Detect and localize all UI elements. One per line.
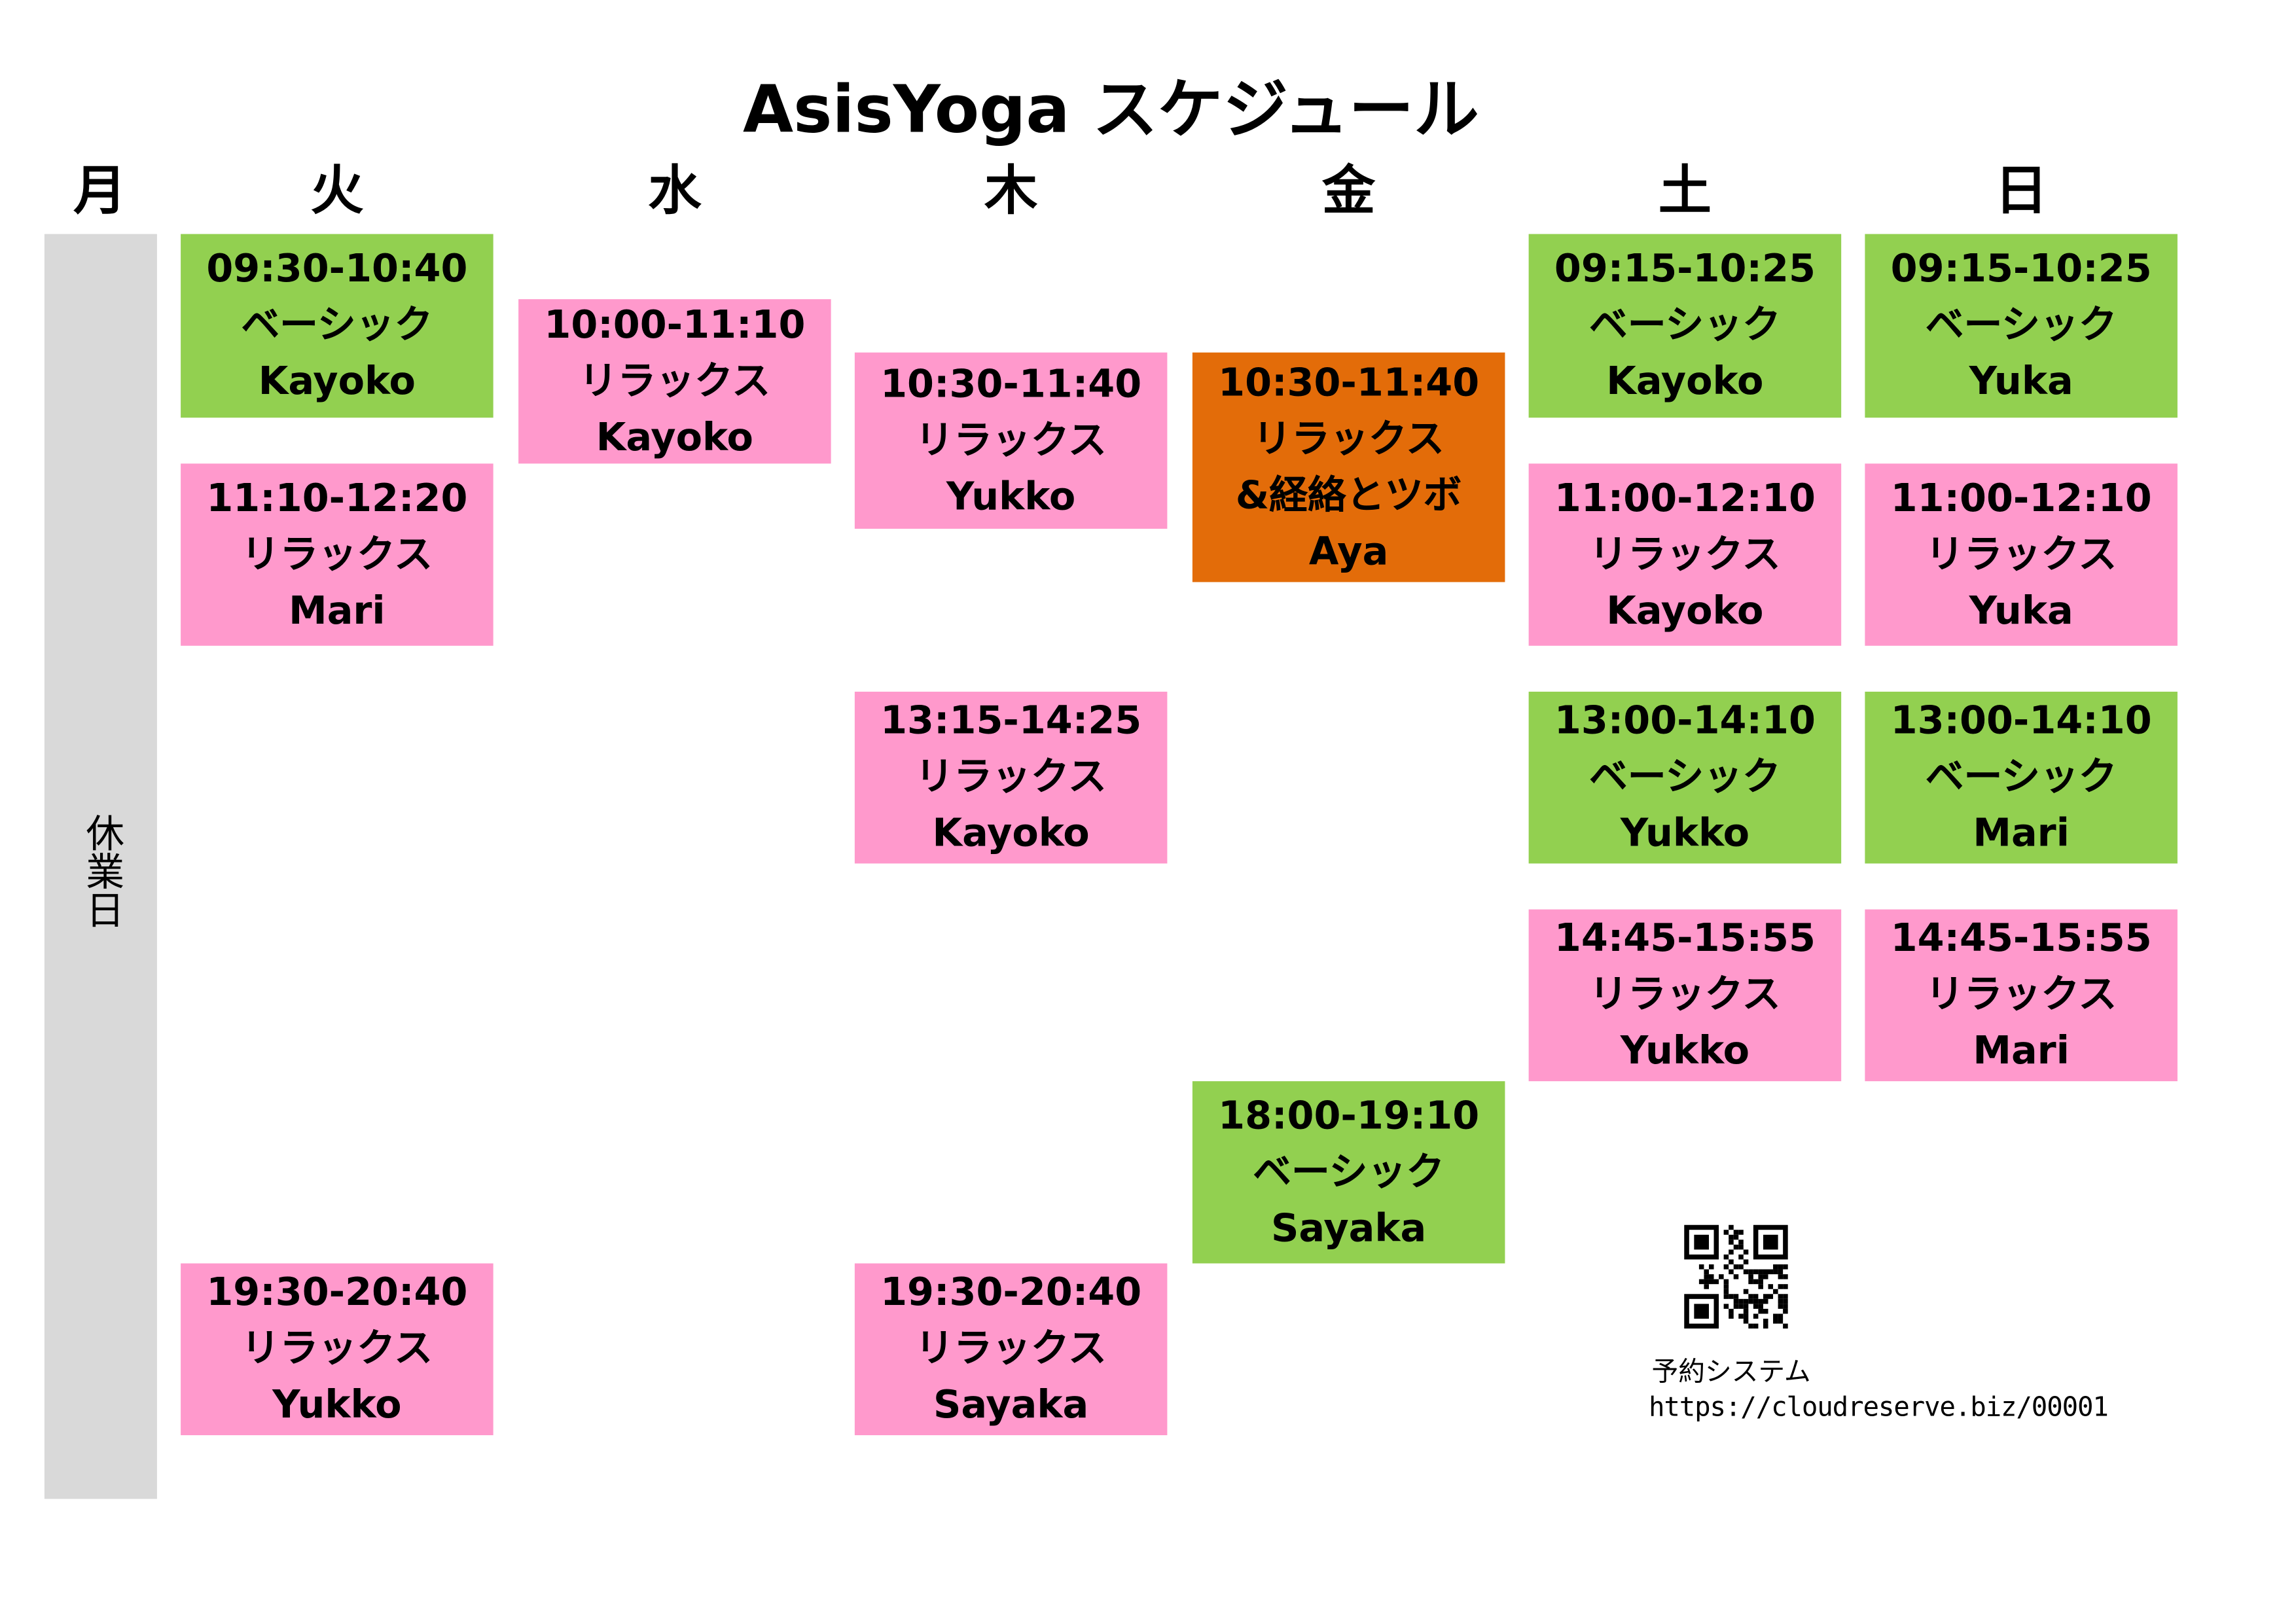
day-header-fri: 金: [1321, 161, 1376, 223]
class-name: リラックス: [1925, 532, 2117, 577]
class-block-thu: 10:30-11:40 リラックス Yukko: [854, 352, 1168, 529]
qr-code-icon: [1684, 1224, 1788, 1329]
class-block-sun: 14:45-15:55 リラックス Mari: [1865, 909, 2178, 1082]
monday-closed-bar: 休業日: [44, 234, 157, 1499]
class-block-thu: 19:30-20:40 リラックス Sayaka: [854, 1263, 1168, 1436]
class-time: 11:00-12:10: [1890, 476, 2152, 521]
class-teacher: Kayoko: [1606, 588, 1764, 633]
class-block-thu: 13:15-14:25 リラックス Kayoko: [854, 691, 1168, 864]
class-teacher: Yukko: [272, 1383, 402, 1428]
class-teacher: Mari: [289, 588, 386, 633]
class-time: 19:30-20:40: [206, 1270, 468, 1315]
reservation-url[interactable]: https://cloudreserve.biz/00001: [1648, 1392, 2109, 1423]
class-name: リラックス: [1925, 972, 2117, 1018]
day-header-sat: 土: [1658, 161, 1712, 223]
class-name: ベーシック: [1588, 303, 1781, 348]
class-name: リラックス: [241, 532, 433, 577]
class-time: 13:00-14:10: [1890, 699, 2152, 744]
class-time: 13:00-14:10: [1554, 699, 1816, 744]
class-time: 09:15-10:25: [1890, 247, 2152, 292]
class-time: 09:15-10:25: [1554, 247, 1816, 292]
class-name2: &経絡とツボ: [1235, 473, 1462, 518]
class-teacher: Mari: [1973, 812, 2070, 857]
class-block-sun: 11:00-12:10 リラックス Yuka: [1865, 463, 2178, 646]
class-name: ベーシック: [241, 303, 433, 348]
class-teacher: Mari: [1973, 1029, 2070, 1074]
class-teacher: Aya: [1308, 529, 1389, 574]
day-header-tue: 火: [310, 161, 364, 223]
class-name: リラックス: [241, 1327, 433, 1372]
class-time: 10:00-11:10: [544, 302, 806, 348]
class-block-sat: 09:15-10:25 ベーシック Kayoko: [1528, 234, 1842, 418]
class-name: リラックス: [915, 418, 1107, 463]
class-name: リラックス: [915, 755, 1107, 800]
class-time: 09:30-10:40: [206, 247, 468, 292]
class-time: 13:15-14:25: [880, 699, 1142, 744]
class-name: リラックス: [1589, 532, 1781, 577]
class-name: ベーシック: [1925, 755, 2117, 800]
class-block-fri: 18:00-19:10 ベーシック Sayaka: [1192, 1081, 1505, 1264]
class-teacher: Yukko: [946, 474, 1076, 520]
class-time: 19:30-20:40: [880, 1270, 1142, 1315]
class-block-sat: 11:00-12:10 リラックス Kayoko: [1528, 463, 1842, 646]
class-block-sat: 14:45-15:55 リラックス Yukko: [1528, 909, 1842, 1082]
reservation-label: 予約システム: [1651, 1357, 1811, 1388]
day-header-wed: 水: [648, 161, 702, 223]
class-teacher: Kayoko: [258, 359, 416, 404]
closed-label: 休業日: [79, 813, 124, 929]
class-name: リラックス: [1253, 417, 1444, 461]
class-time: 10:30-11:40: [1218, 361, 1480, 405]
day-header-sun: 日: [1994, 161, 2048, 223]
class-block-sun: 13:00-14:10 ベーシック Mari: [1865, 691, 2178, 864]
page-title: AsisYoga スケジュール: [742, 72, 1479, 149]
class-block-sun: 09:15-10:25 ベーシック Yuka: [1865, 234, 2178, 418]
class-teacher: Yuka: [1969, 359, 2073, 404]
class-time: 14:45-15:55: [1890, 916, 2152, 961]
class-time: 11:10-12:20: [206, 476, 468, 521]
class-time: 18:00-19:10: [1218, 1094, 1480, 1139]
day-header-thu: 木: [984, 161, 1038, 223]
class-block-wed: 10:00-11:10 リラックス Kayoko: [518, 299, 831, 464]
class-teacher: Sayaka: [933, 1383, 1089, 1428]
class-name: リラックス: [579, 359, 771, 404]
class-name: リラックス: [1589, 972, 1781, 1018]
class-name: リラックス: [915, 1327, 1107, 1372]
class-name: ベーシック: [1925, 303, 2117, 348]
class-time: 10:30-11:40: [880, 362, 1142, 407]
class-teacher: Sayaka: [1271, 1206, 1427, 1251]
day-header-mon: 月: [73, 161, 127, 223]
class-time: 11:00-12:10: [1554, 476, 1816, 521]
class-teacher: Kayoko: [596, 415, 754, 460]
class-teacher: Kayoko: [932, 812, 1090, 857]
class-block-tue: 11:10-12:20 リラックス Mari: [181, 463, 493, 646]
class-teacher: Yukko: [1620, 1029, 1750, 1074]
class-block-fri: 10:30-11:40 リラックス&経絡とツボ Aya: [1192, 352, 1505, 582]
class-block-tue: 09:30-10:40 ベーシック Kayoko: [181, 234, 493, 418]
class-name: ベーシック: [1253, 1150, 1445, 1195]
class-block-sat: 13:00-14:10 ベーシック Yukko: [1528, 691, 1842, 864]
class-block-tue: 19:30-20:40 リラックス Yukko: [181, 1263, 493, 1436]
class-time: 14:45-15:55: [1554, 916, 1816, 961]
class-teacher: Yuka: [1969, 588, 2073, 633]
class-teacher: Yukko: [1620, 812, 1750, 857]
class-name: ベーシック: [1588, 755, 1781, 800]
class-teacher: Kayoko: [1606, 359, 1764, 404]
